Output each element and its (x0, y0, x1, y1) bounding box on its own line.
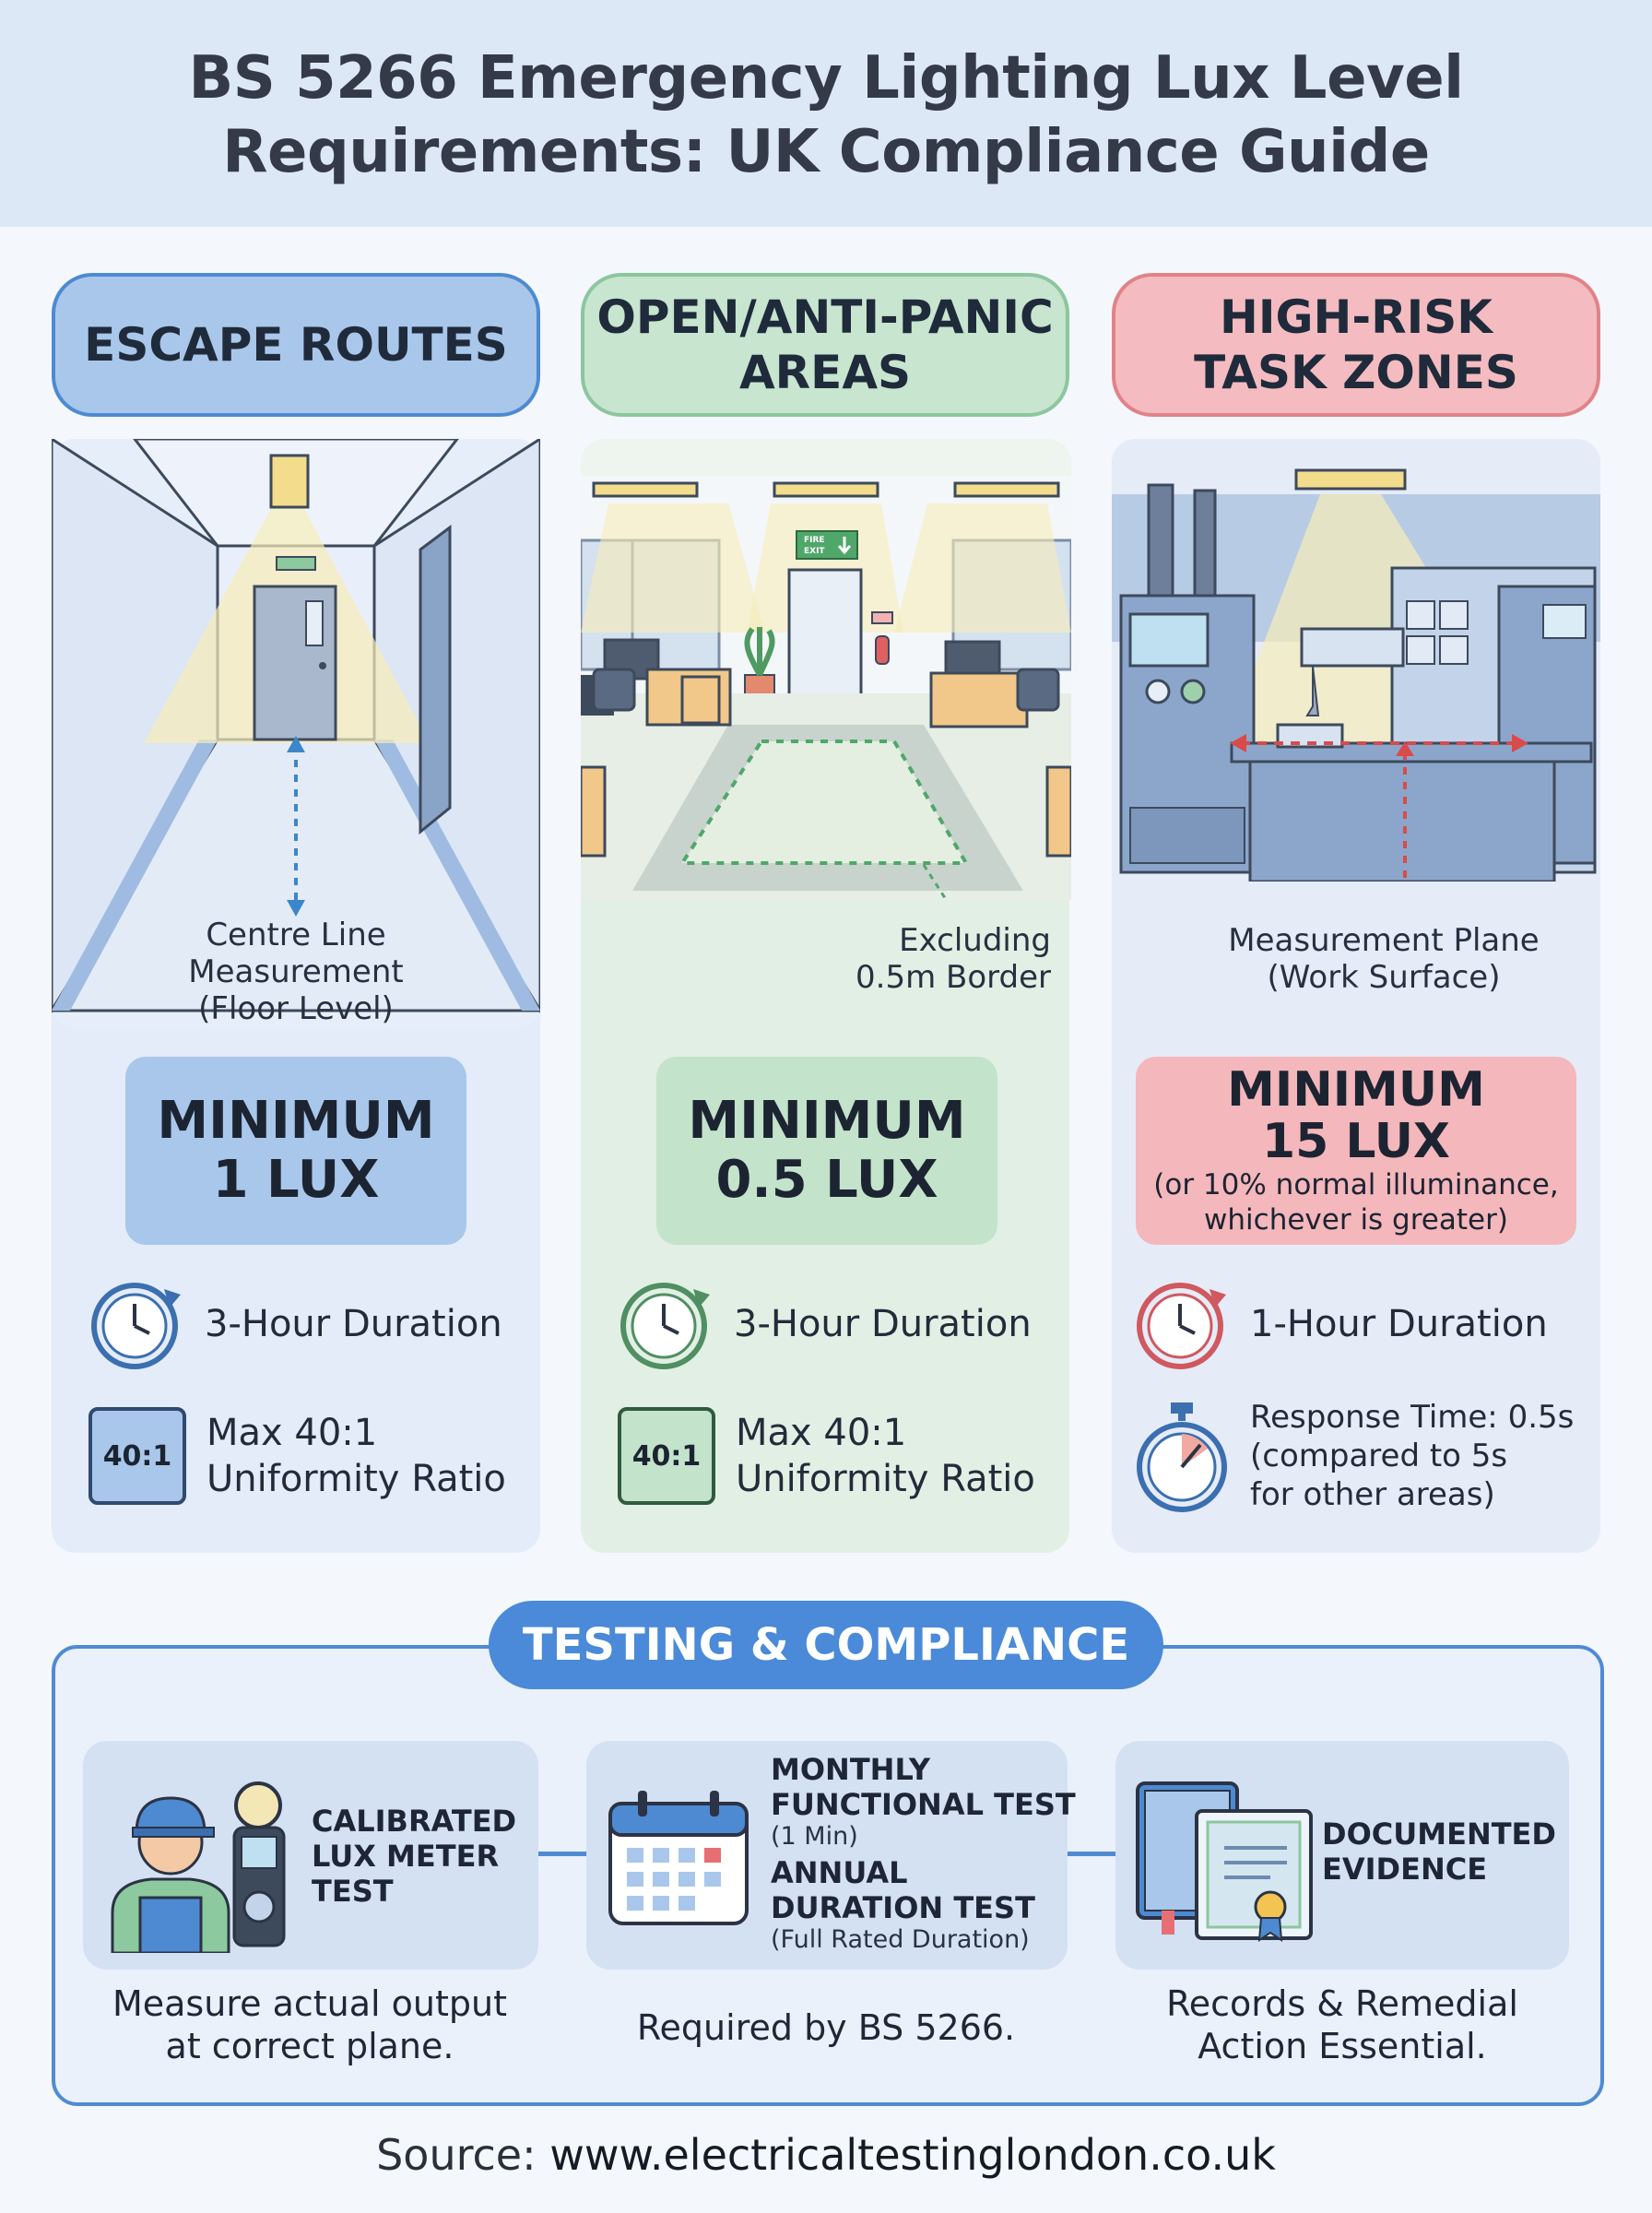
minimum-label: MINIMUM (1227, 1062, 1485, 1118)
clock-icon (1137, 1283, 1226, 1369)
minimum-note: (or 10% normal illuminance, (1153, 1168, 1559, 1201)
tab-open-anti-panic: OPEN/ANTI-PANIC AREAS (581, 273, 1069, 417)
tab-label-line: OPEN/ANTI-PANIC (596, 290, 1054, 344)
response-row-high-risk: Response Time: 0.5s (compared to 5s for … (1134, 1398, 1574, 1514)
desc-line: Measure actual output (112, 1983, 507, 2024)
page-title-line-2: Requirements: UK Compliance Guide (222, 118, 1430, 186)
uniformity-ratio-icon: 40:1 (88, 1407, 186, 1505)
minimum-value: 0.5 LUX (715, 1150, 938, 1210)
duration-row-high-risk: 1-Hour Duration (1134, 1276, 1548, 1372)
duration-row-open: 3-Hour Duration (618, 1276, 1032, 1372)
source-url: www.electricaltestinglondon.co.uk (549, 2130, 1276, 2180)
corridor-illustration (52, 439, 540, 1029)
duration-text: 3-Hour Duration (734, 1303, 1032, 1345)
ratio-row-open: 40:1 Max 40:1 Uniformity Ratio (618, 1407, 1035, 1505)
ratio-text: Max 40:1 Uniformity Ratio (736, 1410, 1035, 1502)
caption-open-areas: Excluding 0.5m Border (682, 922, 1069, 996)
card-documented-evidence-description: Records & Remedial Action Essential. (1084, 1982, 1600, 2067)
factory-illustration (1112, 439, 1600, 918)
duration-text: 1-Hour Duration (1250, 1303, 1548, 1345)
caption-line: 0.5m Border (856, 959, 1051, 996)
caption-line: Measurement Plane (1228, 922, 1540, 959)
card-functional-tests-label: MONTHLY FUNCTIONAL TEST (1 Min) ANNUAL D… (771, 1752, 1076, 1955)
card-label-line: LUX METER (312, 1839, 500, 1874)
svg-text:EXIT: EXIT (804, 547, 825, 556)
desc-line: Records & Remedial (1166, 1983, 1518, 2024)
connector-line (1068, 1852, 1115, 1856)
card-label-line: MONTHLY (771, 1752, 931, 1787)
card-label-line: TEST (312, 1874, 394, 1909)
calendar-icon (608, 1791, 749, 1925)
card-documented-evidence-label: DOCUMENTED EVIDENCE (1322, 1817, 1556, 1887)
minimum-value: 15 LUX (1261, 1114, 1451, 1169)
ratio-text: Max 40:1 Uniformity Ratio (206, 1410, 506, 1502)
stopwatch-icon (1137, 1402, 1227, 1512)
minimum-lux-high-risk: MINIMUM 15 LUX (or 10% normal illuminanc… (1136, 1057, 1576, 1245)
caption-high-risk: Measurement Plane (Work Surface) (1112, 922, 1600, 996)
testing-compliance-heading: TESTING & COMPLIANCE (489, 1601, 1163, 1689)
card-label-line: DOCUMENTED (1322, 1817, 1556, 1852)
caption-line: Excluding (899, 922, 1051, 959)
open-office-illustration: FIRE EXIT (581, 439, 1071, 900)
card-lux-meter-label: CALIBRATED LUX METER TEST (312, 1804, 516, 1909)
ratio-line: Uniformity Ratio (736, 1458, 1035, 1500)
card-label-note: (1 Min) (771, 1822, 858, 1851)
source-prefix: Source: (376, 2130, 550, 2180)
response-line: for other areas) (1250, 1476, 1495, 1513)
desc-line: Action Essential. (1198, 2026, 1487, 2066)
caption-line: (Work Surface) (1267, 959, 1501, 996)
header-banner: BS 5266 Emergency Lighting Lux Level Req… (0, 0, 1652, 227)
response-line: Response Time: 0.5s (1250, 1399, 1575, 1436)
ratio-line: Uniformity Ratio (206, 1458, 506, 1500)
card-label-note: (Full Rated Duration) (771, 1925, 1030, 1954)
source-credit: Source: www.electricaltestinglondon.co.u… (0, 2130, 1652, 2180)
tab-label-line: AREAS (738, 346, 912, 399)
fire-exit-sign-text: FIRE (804, 536, 825, 545)
minimum-label: MINIMUM (688, 1091, 966, 1151)
minimum-label: MINIMUM (157, 1091, 435, 1151)
minimum-value: 1 LUX (212, 1150, 380, 1210)
clock-icon (620, 1283, 710, 1369)
logbook-certificate-icon (1136, 1781, 1313, 1942)
desc-line: at correct plane. (165, 2026, 454, 2066)
connector-line (538, 1852, 586, 1856)
minimum-lux-open-areas: MINIMUM 0.5 LUX (656, 1057, 997, 1245)
desc-line: Required by BS 5266. (636, 2007, 1016, 2048)
ratio-row-escape: 40:1 Max 40:1 Uniformity Ratio (88, 1407, 506, 1505)
card-lux-meter-description: Measure actual output at correct plane. (52, 1982, 568, 2067)
ratio-line: Max 40:1 (736, 1412, 907, 1454)
clock-icon (91, 1283, 181, 1369)
card-functional-tests-description: Required by BS 5266. (568, 2006, 1084, 2049)
ratio-line: Max 40:1 (206, 1412, 378, 1454)
tab-high-risk: HIGH-RISK TASK ZONES (1112, 273, 1600, 417)
tab-escape-routes: ESCAPE ROUTES (52, 273, 540, 417)
tab-label-line: HIGH-RISK (1220, 290, 1493, 344)
card-label-line: EVIDENCE (1322, 1852, 1488, 1887)
caption-line: Centre Line (206, 917, 386, 953)
uniformity-ratio-icon: 40:1 (618, 1407, 715, 1505)
technician-lux-meter-icon (111, 1781, 286, 1953)
response-text: Response Time: 0.5s (compared to 5s for … (1250, 1398, 1574, 1514)
card-label-line: CALIBRATED (312, 1804, 517, 1839)
duration-row-escape: 3-Hour Duration (88, 1276, 502, 1372)
caption-line: (Floor Level) (198, 990, 394, 1027)
card-label-line: ANNUAL (771, 1855, 908, 1890)
caption-escape-routes: Centre Line Measurement (Floor Level) (52, 917, 540, 1027)
tab-escape-routes-label: ESCAPE ROUTES (84, 318, 508, 372)
card-label-line: FUNCTIONAL TEST (771, 1787, 1076, 1822)
tab-label-line: TASK ZONES (1194, 346, 1518, 399)
minimum-note: whichever is greater) (1204, 1203, 1508, 1237)
card-label-line: DURATION TEST (771, 1890, 1035, 1925)
caption-line: Measurement (188, 953, 404, 990)
page-title-line-1: BS 5266 Emergency Lighting Lux Level (188, 44, 1464, 112)
minimum-lux-escape-routes: MINIMUM 1 LUX (125, 1057, 466, 1245)
duration-text: 3-Hour Duration (205, 1303, 502, 1345)
response-line: (compared to 5s (1250, 1438, 1508, 1474)
